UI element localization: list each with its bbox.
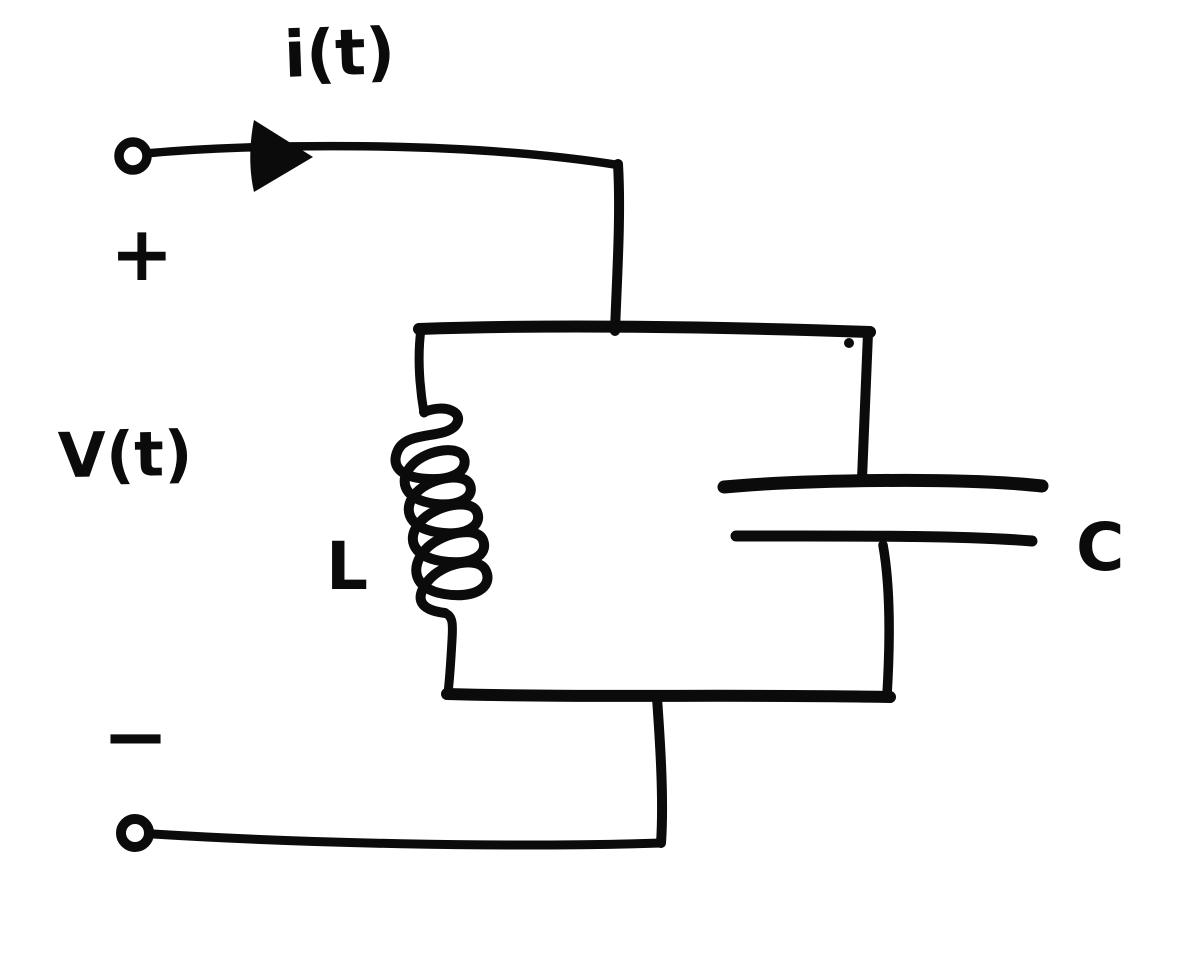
inductor-label: L [326,528,369,605]
voltage-label: V(t) [57,416,193,493]
capacitor-top-wire [857,328,873,484]
bottom-bus-wire [441,688,896,703]
top-lead-wire [146,141,623,170]
ink-blot [844,338,854,348]
capacitor-label: C [1076,509,1125,586]
inductor-coil [390,403,493,618]
top-drop-wire [610,159,625,336]
minus-sign-label: − [102,690,170,783]
inductor-top-wire [414,324,429,418]
bottom-drop-wire [652,693,668,848]
bottom-terminal-node [116,814,154,852]
top-bus-wire [413,320,876,338]
capacitor-bottom-wire [878,540,894,700]
current-arrow-icon [250,120,313,192]
top-terminal-node [114,137,152,175]
capacitor-bottom-plate [730,530,1038,547]
capacitor-top-plate [717,473,1049,494]
plus-sign-label: + [110,209,174,298]
current-label: i(t) [282,15,397,93]
bottom-lead-wire [148,829,666,850]
inductor-bottom-wire [440,608,457,698]
